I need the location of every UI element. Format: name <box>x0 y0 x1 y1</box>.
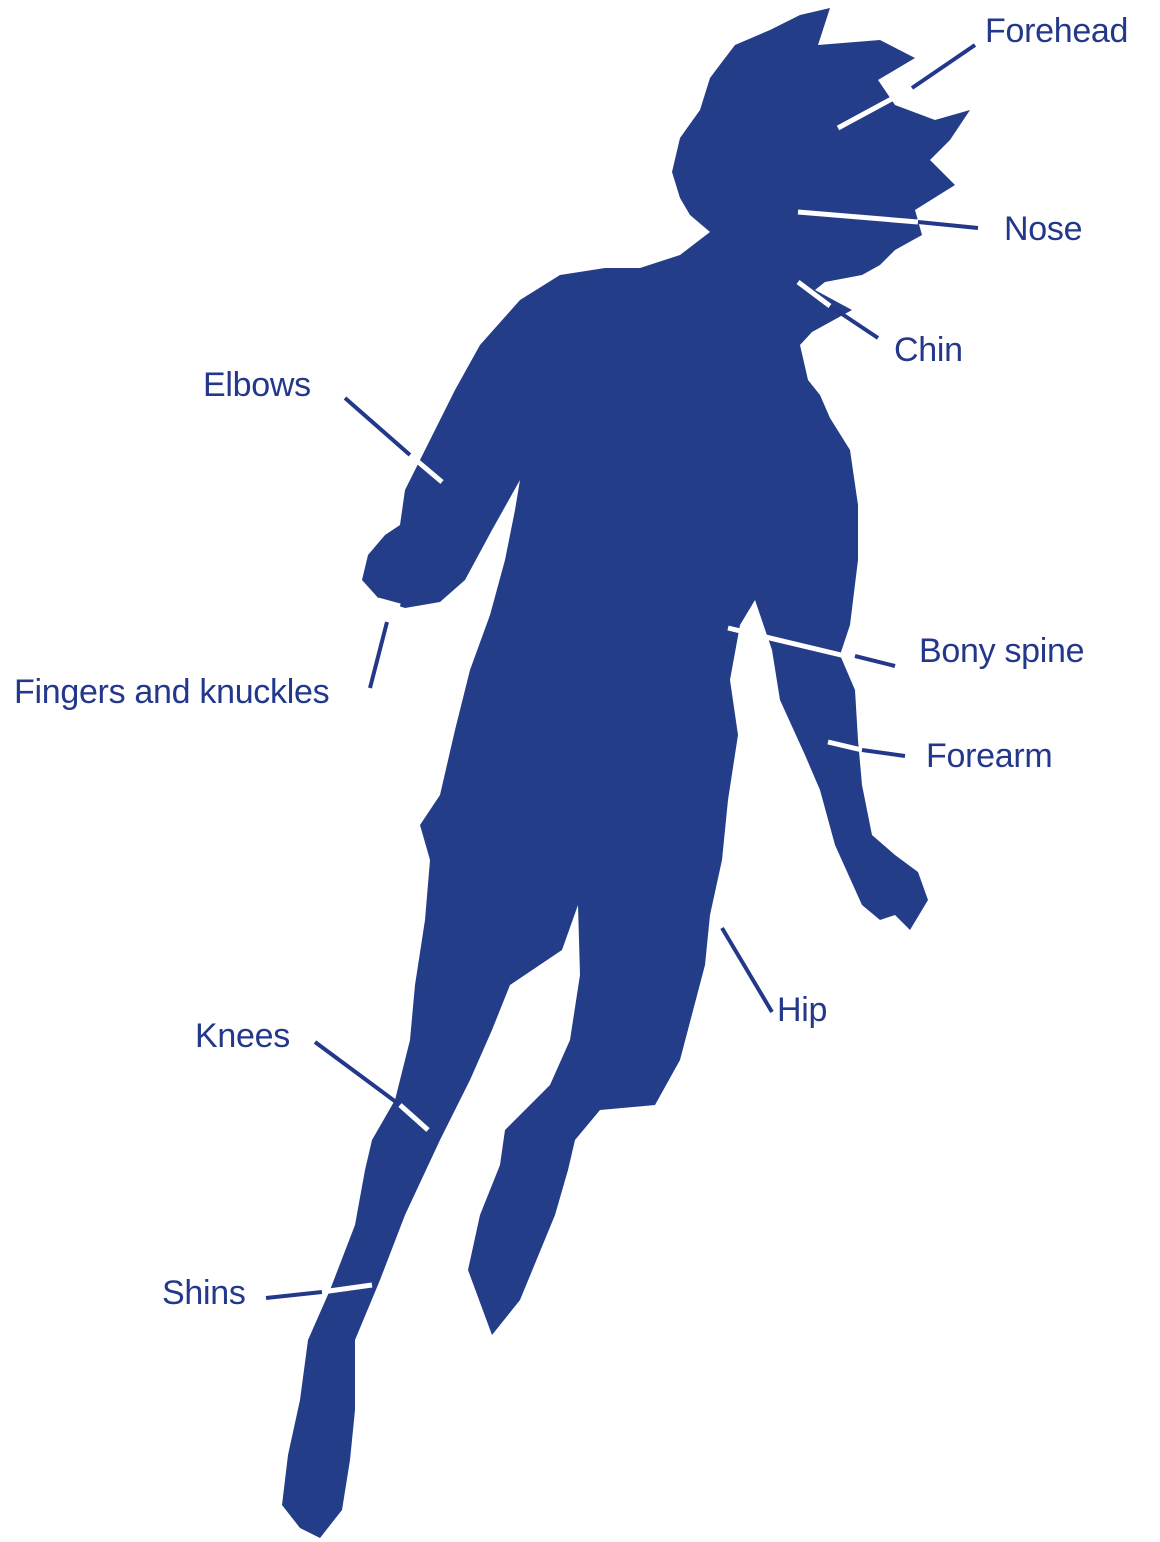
forearm-leader-outer <box>862 750 905 756</box>
hip-leader-outer <box>722 928 772 1012</box>
person-silhouette <box>282 8 970 1538</box>
fingers-leader-outer <box>370 622 387 688</box>
label-chin: Chin <box>894 333 963 367</box>
label-fingers-and-knuckles: Fingers and knuckles <box>14 675 329 709</box>
label-bony-spine: Bony spine <box>919 634 1084 668</box>
label-forearm: Forearm <box>926 739 1052 773</box>
elbows-leader-outer <box>345 398 410 455</box>
label-elbows: Elbows <box>203 368 311 402</box>
forehead-leader-outer <box>912 45 975 88</box>
shins-leader-outer <box>266 1292 322 1298</box>
label-shins: Shins <box>162 1276 246 1310</box>
nose-leader-outer <box>918 222 978 228</box>
label-knees: Knees <box>195 1019 290 1053</box>
label-nose: Nose <box>1004 212 1082 246</box>
chin-leader-outer <box>830 306 878 338</box>
label-hip: Hip <box>777 993 827 1027</box>
knees-leader-outer <box>315 1042 400 1105</box>
label-forehead: Forehead <box>985 14 1128 48</box>
